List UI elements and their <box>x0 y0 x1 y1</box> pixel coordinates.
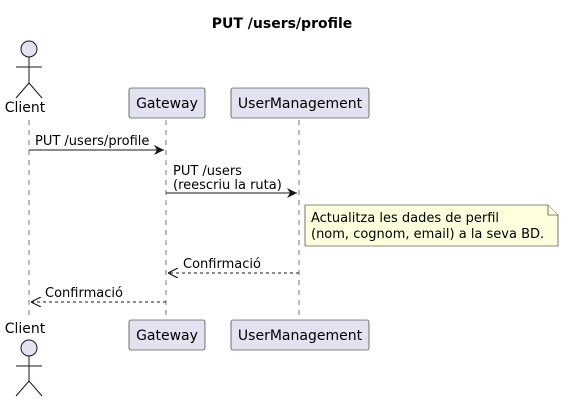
participant-user-management-top: UserManagement <box>230 87 370 119</box>
participant-user-management-bottom: UserManagement <box>230 319 370 351</box>
participant-label-gateway-bottom: Gateway <box>136 328 198 344</box>
message-confirmacio-client: Confirmació <box>31 286 166 302</box>
message-label-line-2: (reescriu la ruta) <box>173 178 282 193</box>
actor-client-top: Client <box>5 40 46 116</box>
note-update-profile: Actualitza les dades de perfil (nom, cog… <box>304 204 559 247</box>
actor-client-bottom: Client <box>5 321 46 397</box>
message-label-line-1: PUT /users <box>173 164 242 179</box>
message-label: Confirmació <box>45 286 123 301</box>
message-label: Confirmació <box>183 257 261 272</box>
actor-head-icon <box>20 40 38 58</box>
message-confirmacio-gateway: Confirmació <box>168 257 299 273</box>
note-line-2: (nom, cognom, email) a la seva BD. <box>311 227 544 242</box>
participant-label-user-management-bottom: UserManagement <box>238 328 363 344</box>
participant-gateway-bottom: Gateway <box>128 319 206 351</box>
participant-label-user-management-top: UserManagement <box>238 96 363 112</box>
actor-head-icon <box>20 339 38 357</box>
message-label: PUT /users/profile <box>35 134 149 149</box>
participant-gateway-top: Gateway <box>128 87 206 119</box>
participant-label-client-bottom: Client <box>5 321 46 337</box>
message-put-users-profile: PUT /users/profile <box>29 134 164 155</box>
participant-label-gateway-top: Gateway <box>136 96 198 112</box>
note-line-1: Actualitza les dades de perfil <box>311 211 499 226</box>
participant-label-client-top: Client <box>5 100 46 116</box>
diagram-title: PUT /users/profile <box>212 16 353 32</box>
message-put-users: PUT /users (reescriu la ruta) <box>166 164 297 198</box>
